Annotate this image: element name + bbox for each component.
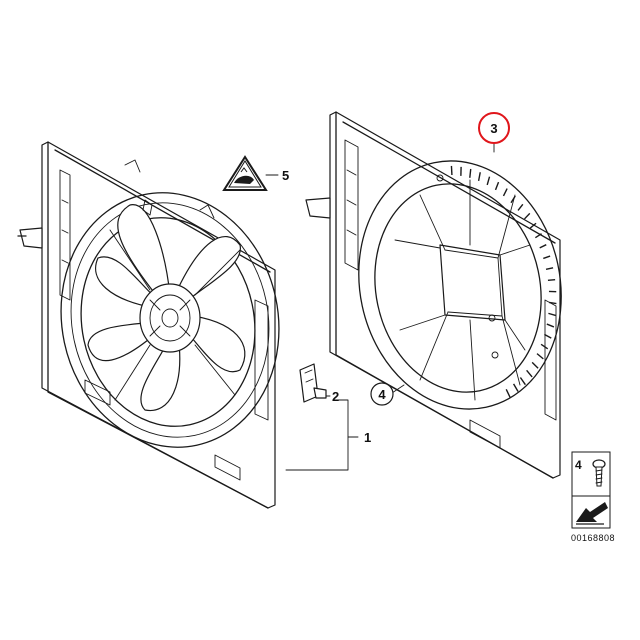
- callout-3: 3: [490, 121, 497, 136]
- seal-tooth: [547, 278, 556, 282]
- screw-icon: [592, 459, 606, 487]
- seal-tooth: [502, 188, 508, 197]
- seal-tooth: [531, 361, 539, 369]
- callout-2: 2: [332, 389, 339, 404]
- inset-callout-4: 4: [575, 458, 582, 472]
- callout-5: 5: [282, 168, 289, 183]
- warning-triangle-icon: [222, 155, 268, 191]
- fan-shroud-frame: [305, 111, 562, 479]
- callout-1: 1: [364, 430, 371, 445]
- callout-4-marker: 4: [370, 382, 394, 406]
- seal-tooth: [548, 312, 556, 317]
- seal-tooth: [523, 212, 531, 220]
- arrow-icon: [576, 502, 608, 525]
- seal-tooth: [526, 369, 533, 378]
- seal-tooth: [505, 388, 511, 398]
- seal-tooth: [517, 203, 524, 211]
- clip-part: [299, 363, 327, 403]
- seal-tooth: [534, 233, 542, 239]
- callout-3-marker: 3: [478, 112, 510, 144]
- seal-tooth: [543, 255, 551, 260]
- seal-tooth: [529, 222, 537, 229]
- seal-tooth: [512, 383, 519, 392]
- document-number: 00168808: [571, 533, 615, 543]
- seal-tooth: [486, 176, 491, 186]
- seal-tooth: [549, 301, 557, 305]
- inset-part-4: 4 00168808: [571, 451, 615, 543]
- seal-tooth: [494, 181, 500, 191]
- callout-4: 4: [378, 387, 386, 402]
- fan-shroud-assembly: [17, 141, 280, 509]
- seal-tooth: [469, 168, 472, 178]
- seal-tooth: [519, 377, 526, 386]
- seal-tooth: [545, 267, 554, 270]
- leader-lines: [265, 142, 495, 471]
- shroud-seal-teeth: [450, 165, 557, 398]
- seal-tooth: [540, 343, 549, 350]
- seal-tooth: [544, 333, 552, 339]
- seal-tooth: [477, 172, 481, 181]
- seal-tooth: [536, 353, 544, 360]
- seal-tooth: [546, 323, 555, 328]
- seal-tooth: [539, 244, 547, 249]
